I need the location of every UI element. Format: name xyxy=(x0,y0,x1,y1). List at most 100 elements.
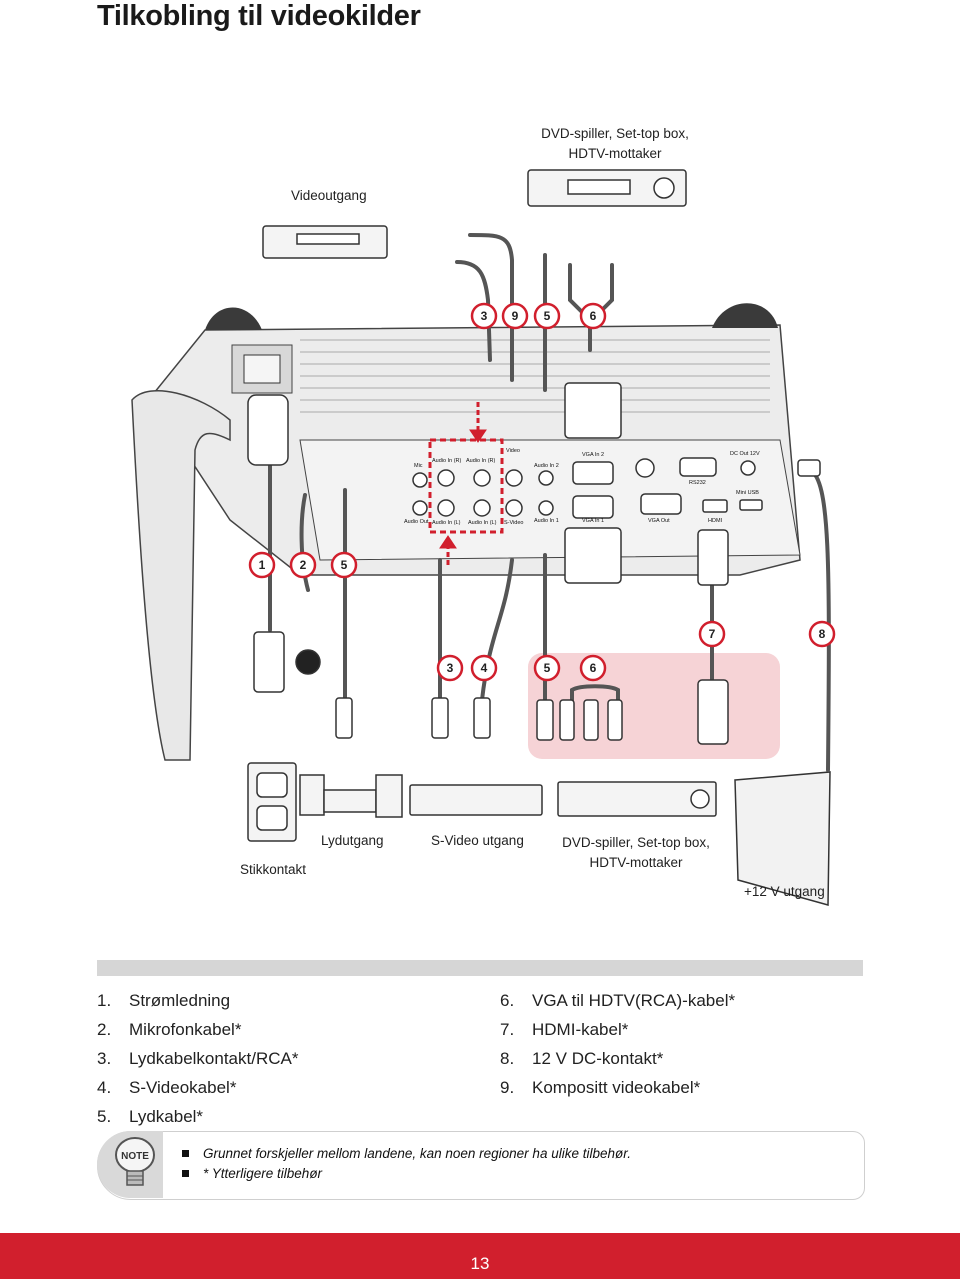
port-label-audio-in-1: Audio In 1 xyxy=(534,518,559,524)
label-bottom-source-line1: DVD-spiller, Set-top box, xyxy=(562,835,710,850)
top-video-device xyxy=(262,169,687,259)
badge-7: 7 xyxy=(709,627,716,641)
legend-number: 8. xyxy=(500,1049,515,1068)
port-label-audio-in-2: Audio In 2 xyxy=(534,463,559,469)
legend-text: Strømledning xyxy=(129,991,231,1010)
badge-3-top: 3 xyxy=(481,309,488,323)
port-label-rs232: RS232 xyxy=(689,480,706,486)
badge-5-top: 5 xyxy=(544,309,551,323)
legend-item: 1. Strømledning xyxy=(97,986,298,1015)
label-bottom-source-line2: HDTV-mottaker xyxy=(589,855,683,870)
speaker-right xyxy=(375,774,403,818)
badge-5-low: 5 xyxy=(544,661,551,675)
badge-6-top: 6 xyxy=(590,309,597,323)
legend-text: Kompositt videokabel* xyxy=(532,1078,701,1097)
badge-6-low: 6 xyxy=(590,661,597,675)
footer-bar xyxy=(0,1233,960,1279)
badge-row-mid: 1 2 5 7 8 xyxy=(248,551,836,648)
legend-text: S-Videokabel* xyxy=(129,1078,237,1097)
legend-text: Lydkabel* xyxy=(129,1107,204,1126)
bottom-devices xyxy=(247,762,831,906)
note-icon-text: NOTE xyxy=(121,1151,149,1162)
note-text: Grunnet forskjeller mellom landene, kan … xyxy=(182,1144,631,1184)
bullet-icon xyxy=(182,1170,189,1177)
note-line: Grunnet forskjeller mellom landene, kan … xyxy=(182,1144,631,1164)
connection-diagram: Mic Audio Out Audio In (R) Audio In (R) … xyxy=(131,169,836,906)
note-box xyxy=(97,1131,865,1200)
label-outlet: Stikkontakt xyxy=(240,862,307,877)
legend-number: 3. xyxy=(97,1049,112,1068)
legend-item: 4. S-Videokabel* xyxy=(97,1073,298,1102)
legend-item: 9. Kompositt videokabel* xyxy=(500,1073,735,1102)
label-svideo-out: S-Video utgang xyxy=(431,833,524,848)
port-label-vga-in-1: VGA In 1 xyxy=(582,518,604,524)
legend-number: 5. xyxy=(97,1107,112,1126)
note-icon: NOTE xyxy=(115,1137,155,1186)
port-label-video: Video xyxy=(506,448,520,454)
projector-body: Mic Audio Out Audio In (R) Audio In (R) … xyxy=(131,303,801,761)
legend-number: 6. xyxy=(500,991,515,1010)
legend-text: Lydkabelkontakt/RCA* xyxy=(129,1049,299,1068)
badge-2: 2 xyxy=(300,558,307,572)
vcr xyxy=(409,784,543,816)
port-label-audio-in-l2: Audio In (L) xyxy=(468,520,497,526)
badge-row-top: 3 9 5 6 xyxy=(470,302,607,330)
legend-item: 2. Mikrofonkabel* xyxy=(97,1015,298,1044)
legend-item: 6. VGA til HDTV(RCA)-kabel* xyxy=(500,986,735,1015)
badge-3-low: 3 xyxy=(447,661,454,675)
port-label-vga-in-2: VGA In 2 xyxy=(582,452,604,458)
page-title: Tilkobling til videokilder xyxy=(97,0,421,32)
legend-left: 1. Strømledning 2. Mikrofonkabel* 3. Lydkab… xyxy=(97,986,298,1131)
port-label-vga-out: VGA Out xyxy=(648,518,670,524)
legend-item: 7. HDMI-kabel* xyxy=(500,1015,735,1044)
port-label-mic: Mic xyxy=(414,463,423,469)
badge-row-low: 3 4 5 6 xyxy=(436,654,607,682)
dvd-player xyxy=(557,781,717,817)
legend-right: 6. VGA til HDTV(RCA)-kabel* 7. HDMI-kabel*… xyxy=(500,986,735,1102)
label-dc-out: +12 V utgang xyxy=(744,884,825,899)
port-label-audio-in-r2: Audio In (R) xyxy=(466,458,496,464)
legend-text: Mikrofonkabel* xyxy=(129,1020,242,1039)
legend-item: 3. Lydkabelkontakt/RCA* xyxy=(97,1044,298,1073)
port-label-audio-out: Audio Out xyxy=(404,519,429,525)
badge-9: 9 xyxy=(512,309,519,323)
bullet-icon xyxy=(182,1150,189,1157)
legend-number: 9. xyxy=(500,1078,515,1097)
port-label-mini-usb: Mini USB xyxy=(736,490,759,496)
badge-5-mid: 5 xyxy=(341,558,348,572)
port-label-hdmi: HDMI xyxy=(708,518,723,524)
screen xyxy=(734,771,831,906)
red-arrows xyxy=(439,402,487,565)
legend-text: 12 V DC-kontakt* xyxy=(532,1049,664,1068)
legend-item: 5. Lydkabel* xyxy=(97,1102,298,1131)
badge-8: 8 xyxy=(819,627,826,641)
legend-number: 1. xyxy=(97,991,112,1010)
port-label-audio-in-l1: Audio In (L) xyxy=(432,520,461,526)
legend-number: 2. xyxy=(97,1020,112,1039)
label-video-out: Videoutgang xyxy=(291,188,367,203)
label-top-source-line2: HDTV-mottaker xyxy=(568,146,662,161)
legend-divider xyxy=(97,960,863,976)
plugs xyxy=(247,382,821,745)
port-label-audio-in-r1: Audio In (R) xyxy=(432,458,462,464)
port-label-svideo: S-Video xyxy=(504,520,523,526)
legend-text: HDMI-kabel* xyxy=(532,1020,629,1039)
label-bottom-source: DVD-spiller, Set-top box, HDTV-mottaker xyxy=(536,833,736,873)
legend-number: 4. xyxy=(97,1078,112,1097)
label-audio-out: Lydutgang xyxy=(321,833,384,848)
label-top-source-line1: DVD-spiller, Set-top box, xyxy=(541,126,689,141)
legend-text: VGA til HDTV(RCA)-kabel* xyxy=(532,991,736,1010)
microphone xyxy=(295,649,321,675)
note-line-text: Grunnet forskjeller mellom landene, kan … xyxy=(203,1146,631,1161)
page-number: 13 xyxy=(470,1254,490,1273)
note-line: * Ytterligere tilbehør xyxy=(182,1164,631,1184)
legend-item: 8. 12 V DC-kontakt* xyxy=(500,1044,735,1073)
badge-1: 1 xyxy=(259,558,266,572)
legend-number: 7. xyxy=(500,1020,515,1039)
speaker-left xyxy=(299,774,325,816)
badge-4: 4 xyxy=(481,661,488,675)
label-top-source: DVD-spiller, Set-top box, HDTV-mottaker xyxy=(515,124,715,164)
note-line-text: * Ytterligere tilbehør xyxy=(203,1166,323,1181)
port-label-dc-out: DC Out 12V xyxy=(730,451,760,457)
amplifier xyxy=(323,789,377,813)
